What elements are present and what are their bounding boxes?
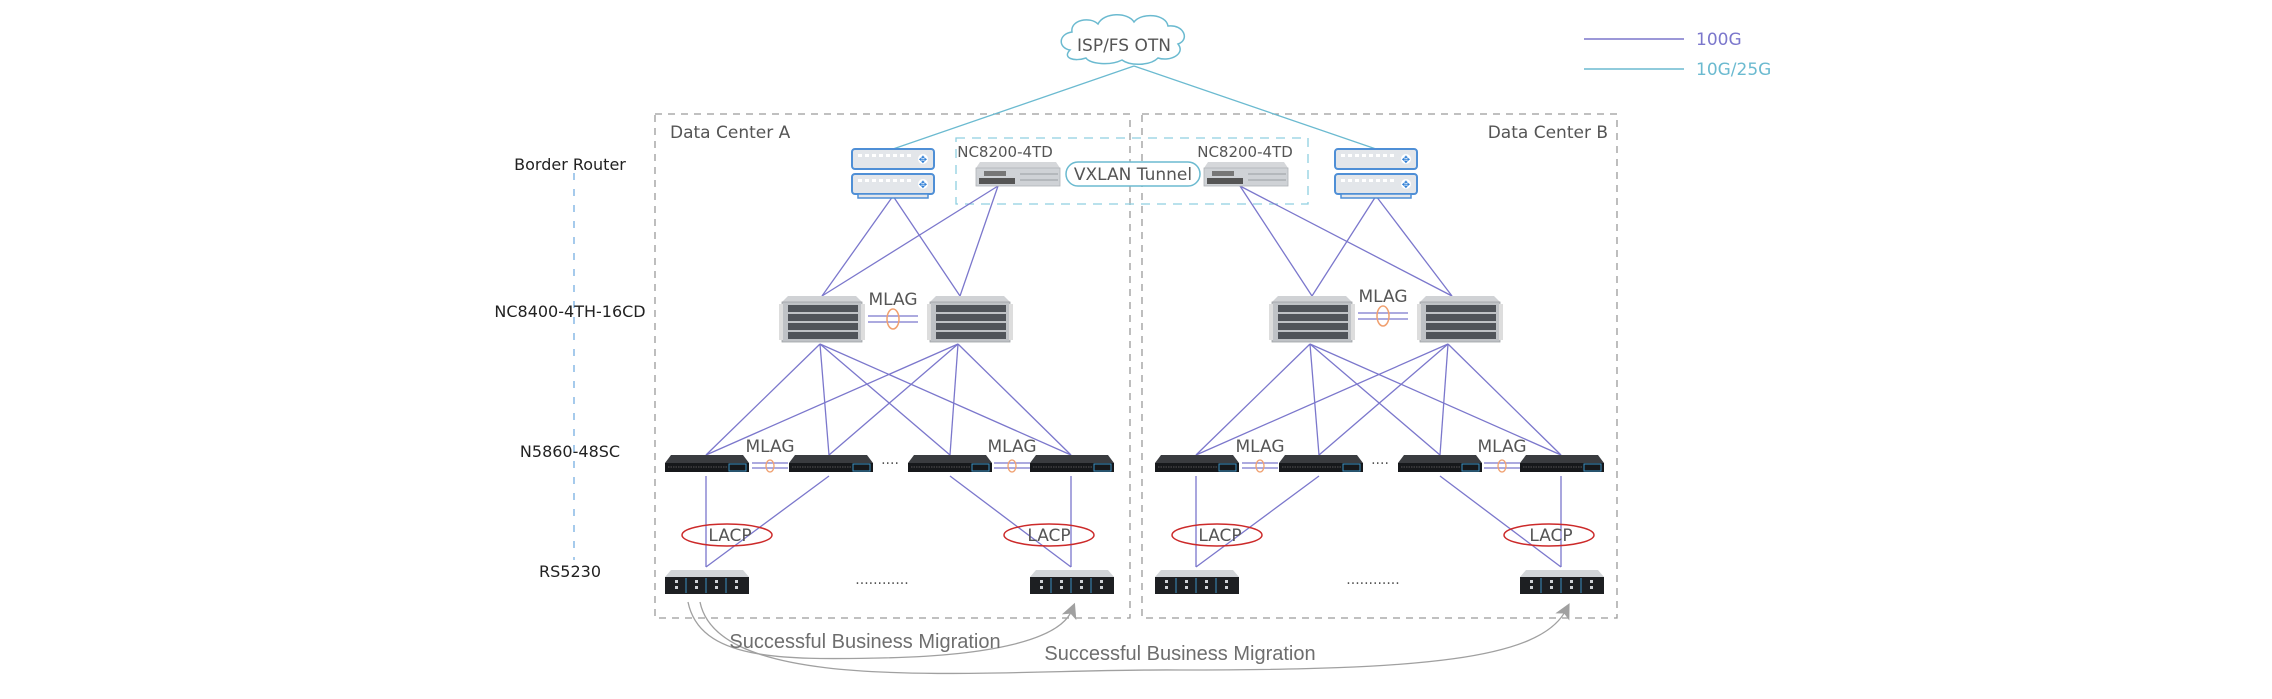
leaf-switch-b2[interactable] xyxy=(1278,454,1364,473)
migration-arrow-intra xyxy=(687,601,1077,660)
vxlan-zone xyxy=(955,137,1309,205)
mlag-core-b-ring xyxy=(1376,305,1390,327)
mlag-core-a-ring xyxy=(886,308,900,330)
server-a2[interactable] xyxy=(1029,569,1115,595)
links-100g xyxy=(705,185,1562,568)
tier-label-core: NC8400-4TH-16CD xyxy=(494,302,645,321)
legend-label-100g: 100G xyxy=(1696,30,1742,50)
leaf-switch-a4[interactable] xyxy=(1029,454,1115,473)
lacp-ring-a2 xyxy=(1003,523,1095,547)
border-router-b[interactable] xyxy=(1334,148,1418,199)
core-switch-a2[interactable] xyxy=(926,295,1014,343)
vxlan-device-b-label: NC8200-4TD xyxy=(1197,143,1293,161)
cloud-icon xyxy=(1060,14,1186,65)
leaf-ellipsis-a: ···· xyxy=(881,456,899,472)
lacp-label-a1: LACP xyxy=(708,526,751,546)
tier-label-leaf: N5860-48SC xyxy=(520,442,620,461)
lacp-label-b2: LACP xyxy=(1529,526,1572,546)
legend: 100G 10G/25G xyxy=(1584,30,1771,80)
link-cloud-router-b xyxy=(1133,65,1377,150)
mlag-core-a-label: MLAG xyxy=(868,290,917,310)
vxlan-device-b[interactable] xyxy=(1203,161,1289,187)
mlag-leaf-a2-ring xyxy=(1007,459,1017,473)
leaf-switch-a1[interactable] xyxy=(664,454,750,473)
leaf-switch-b3[interactable] xyxy=(1397,454,1483,473)
migration-label-intra: Successful Business Migration xyxy=(729,631,1000,653)
uplinks-10g-25g xyxy=(892,65,1377,150)
lacp-ring-b1 xyxy=(1171,523,1263,547)
data-center-a-box xyxy=(654,113,1131,619)
migration-arrow-inter xyxy=(699,601,1570,675)
vxlan-tunnel-label: VXLAN Tunnel xyxy=(1074,165,1192,185)
vxlan-tunnel-pill xyxy=(1065,161,1201,187)
vxlan-tunnel: VXLAN Tunnel xyxy=(1065,161,1201,187)
lacp-ring-a1 xyxy=(681,523,773,547)
server-ellipsis-a: ············ xyxy=(855,576,908,592)
migration-label-inter: Successful Business Migration xyxy=(1044,643,1315,665)
mlag-leaf-b1-label: MLAG xyxy=(1235,437,1284,457)
vxlan-device-a-label: NC8200-4TD xyxy=(957,143,1053,161)
server-a1[interactable] xyxy=(664,569,750,595)
data-center-b-label: Data Center B xyxy=(1488,123,1608,143)
leaf-switch-a3[interactable] xyxy=(907,454,993,473)
legend-item-10g-25g: 10G/25G xyxy=(1584,60,1771,80)
mlag-leaf-b2-ring xyxy=(1497,459,1507,473)
link-cloud-router-a xyxy=(892,65,1135,150)
leaf-switch-b1[interactable] xyxy=(1154,454,1240,473)
legend-label-10g-25g: 10G/25G xyxy=(1696,60,1771,80)
lacp-ring-b2 xyxy=(1503,523,1595,547)
lacp-label-b1: LACP xyxy=(1198,526,1241,546)
core-switch-b1[interactable] xyxy=(1268,295,1356,343)
core-switch-b2[interactable] xyxy=(1416,295,1504,343)
lacp-label-a2: LACP xyxy=(1027,526,1070,546)
leaf-switch-a2[interactable] xyxy=(788,454,874,473)
mlag-leaf-a1-label: MLAG xyxy=(745,437,794,457)
tier-label-server: RS5230 xyxy=(539,562,601,581)
cloud-label: ISP/FS OTN xyxy=(1077,36,1171,56)
leaf-ellipsis-b: ···· xyxy=(1371,456,1389,472)
tier-label-border-router: Border Router xyxy=(514,155,626,174)
server-b1[interactable] xyxy=(1154,569,1240,595)
mlag-leaf-b2-label: MLAG xyxy=(1477,437,1526,457)
server-b2[interactable] xyxy=(1519,569,1605,595)
border-router-a[interactable] xyxy=(851,148,935,199)
legend-item-100g: 100G xyxy=(1584,30,1742,50)
core-switch-a1[interactable] xyxy=(778,295,866,343)
leaf-switch-b4[interactable] xyxy=(1519,454,1605,473)
vxlan-device-a[interactable] xyxy=(975,161,1061,187)
data-center-b-box xyxy=(1141,113,1618,619)
mlag-leaf-a2-label: MLAG xyxy=(987,437,1036,457)
isp-cloud: ISP/FS OTN xyxy=(1060,14,1186,65)
mlag-leaf-b1-ring xyxy=(1255,459,1265,473)
mlag-core-b-label: MLAG xyxy=(1358,287,1407,307)
mlag-leaf-a1-ring xyxy=(765,459,775,473)
data-center-a-label: Data Center A xyxy=(670,123,791,143)
server-ellipsis-b: ············ xyxy=(1346,576,1399,592)
